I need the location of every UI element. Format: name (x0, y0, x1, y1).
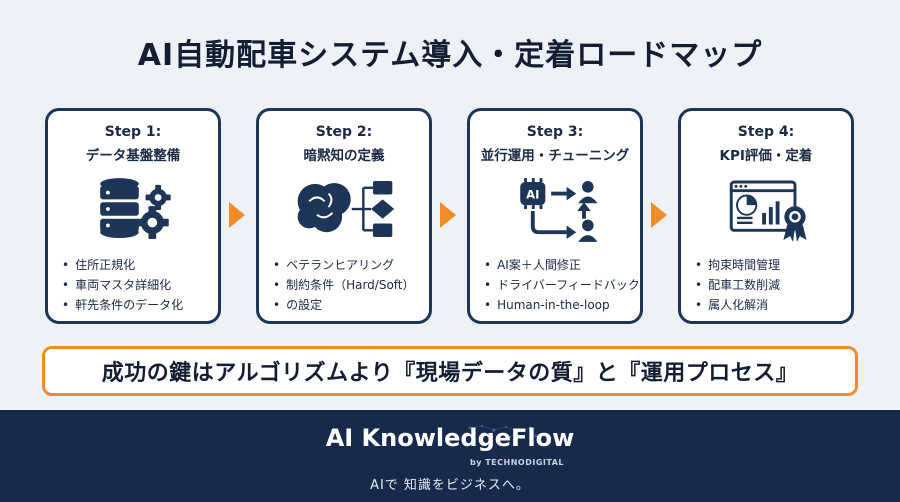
database-gear-icon (100, 178, 171, 239)
step-card-1: Step 1: データ基盤整備 住所 (45, 108, 221, 324)
list-item: ベテランヒアリング (273, 255, 415, 275)
step-number: Step 3: (526, 124, 584, 140)
list-item: 制約条件（Hard/Soft） (273, 275, 414, 295)
list-item: 配車工数削減 (695, 275, 780, 295)
step-number: Step 2: (315, 124, 373, 140)
arrow-right-icon (229, 202, 245, 228)
list-item: AI案＋人間修正 (484, 255, 640, 275)
network-dots-icon (468, 424, 538, 439)
list-item: 属人化解消 (695, 295, 780, 315)
step-card-2: Step 2: 暗黙知の定義 (256, 108, 432, 324)
list-item: の設定 (273, 295, 415, 315)
brain-flowchart-icon (297, 181, 395, 238)
dashboard-award-icon (729, 180, 807, 242)
page-title: AI自動配車システム導入・定着ロードマップ (137, 38, 763, 73)
step-name: KPI評価・定着 (719, 148, 813, 164)
brand-tagline: AIで 知識をビジネスへ。 (370, 478, 530, 493)
list-item: 住所正規化 (62, 255, 183, 275)
step-name: 並行運用・チューニング (480, 148, 630, 164)
step-number: Step 1: (104, 124, 162, 140)
brand-byline: by TECHNODIGITAL (470, 458, 564, 467)
list-item: Human-in-the-loop (484, 295, 640, 315)
list-item: ドライバーフィードバック (484, 275, 640, 295)
step-items: ベテランヒアリング 制約条件（Hard/Soft） の設定 (273, 255, 415, 315)
ai-human-loop-icon: AI (520, 178, 598, 242)
step-number: Step 4: (737, 124, 795, 140)
svg-text:AI: AI (526, 187, 539, 201)
arrow-right-icon (651, 202, 667, 228)
step-items: 拘束時間管理 配車工数削減 属人化解消 (695, 255, 780, 315)
step-card-3: Step 3: 並行運用・チューニング AI AI案＋人 (467, 108, 643, 324)
footer: AI KnowledgeFlow by TECHNODIGITAL AIで 知識… (0, 410, 900, 502)
arrow-right-icon (440, 202, 456, 228)
step-name: データ基盤整備 (85, 148, 181, 164)
step-name: 暗黙知の定義 (303, 148, 385, 164)
step-items: AI案＋人間修正 ドライバーフィードバック Human-in-the-loop (484, 255, 640, 315)
key-message: 成功の鍵はアルゴリズムより『現場データの質』と『運用プロセス』 (101, 361, 799, 386)
step-items: 住所正規化 車両マスタ詳細化 軒先条件のデータ化 (62, 255, 183, 315)
list-item: 軒先条件のデータ化 (62, 295, 183, 315)
list-item: 拘束時間管理 (695, 255, 780, 275)
roadmap-steps: Step 1: データ基盤整備 住所 (45, 108, 857, 326)
key-message-box: 成功の鍵はアルゴリズムより『現場データの質』と『運用プロセス』 (42, 346, 858, 396)
brand-logo-text: AI KnowledgeFlow (325, 424, 575, 452)
list-item: 車両マスタ詳細化 (62, 275, 183, 295)
step-card-4: Step 4: KPI評価・定着 拘束時間管理 配車工数削減 属人化解消 (678, 108, 854, 324)
